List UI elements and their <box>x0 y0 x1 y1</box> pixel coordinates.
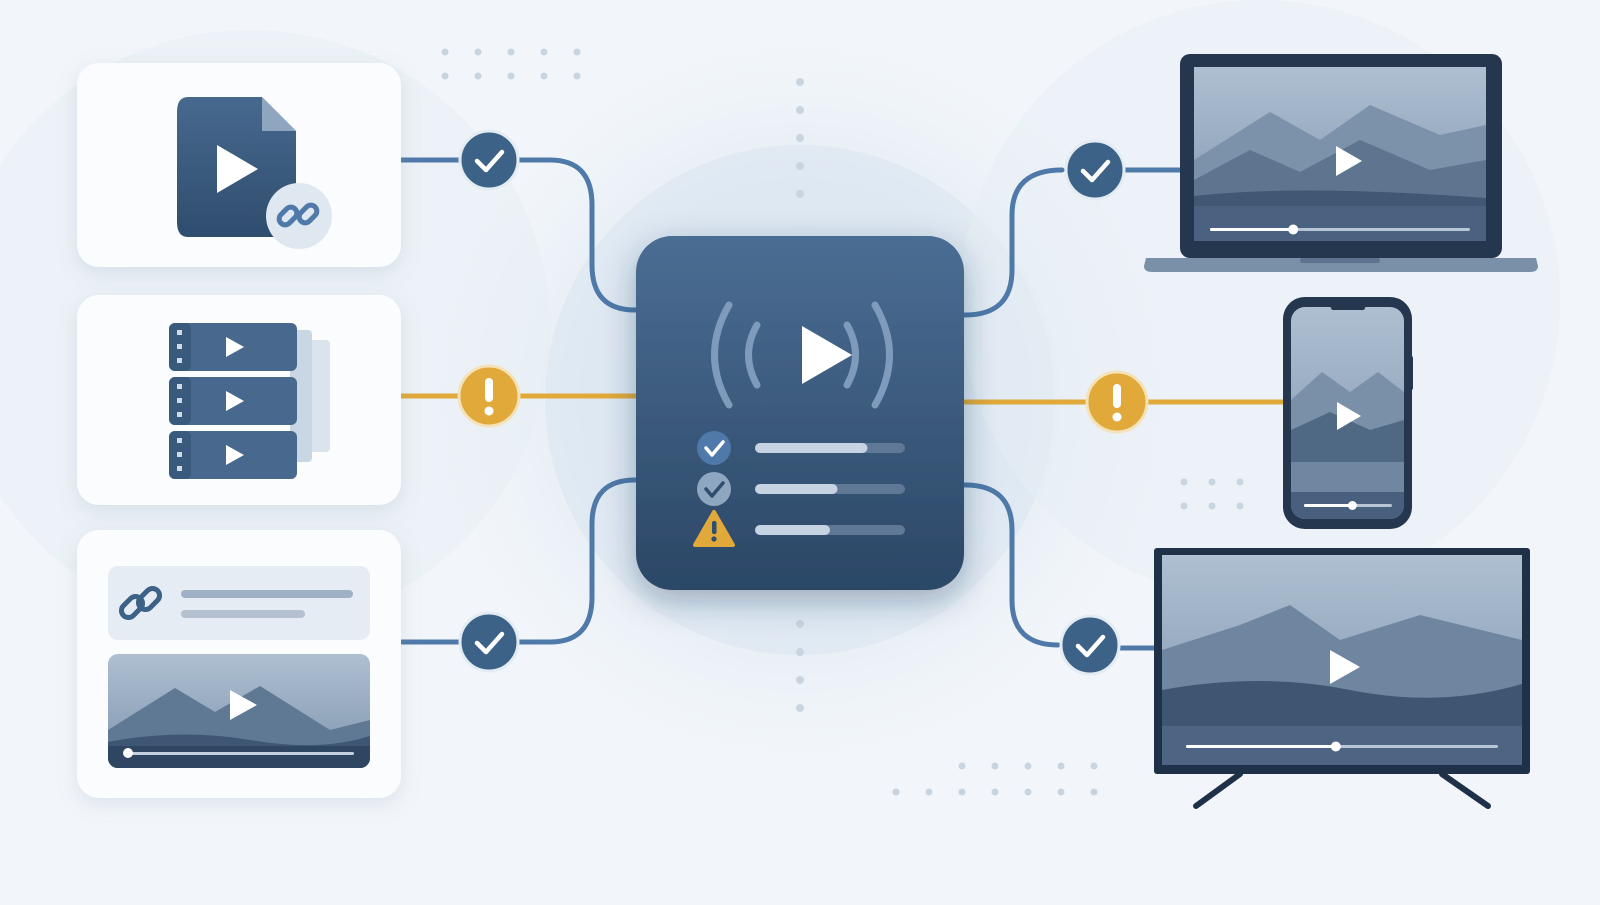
tv-stand-right <box>1439 771 1491 809</box>
check-icon <box>474 631 505 655</box>
play-icon <box>226 391 244 411</box>
link-text-line <box>181 610 305 618</box>
device-status-badge-1 <box>1064 139 1126 201</box>
tv-progress-fill <box>1186 745 1336 748</box>
video-file-icon <box>177 97 296 237</box>
play-icon[interactable] <box>1336 146 1362 176</box>
check-icon <box>1075 634 1106 658</box>
laptop-device[interactable] <box>1144 54 1538 272</box>
hub-check-row-1 <box>697 431 905 465</box>
hub-progress-fill <box>755 443 868 453</box>
check-icon <box>474 149 505 173</box>
play-icon <box>226 445 244 465</box>
laptop-progress-fill <box>1210 228 1294 231</box>
source-card-video-playlist[interactable] <box>77 295 401 505</box>
tv-stand-left <box>1193 771 1243 809</box>
phone-screen <box>1291 307 1404 519</box>
laptop-progress-handle[interactable] <box>1288 224 1299 235</box>
device-connectors <box>962 167 1286 651</box>
check-icon <box>1080 159 1111 183</box>
embed-progress-track[interactable] <box>124 752 354 755</box>
check-icon <box>704 440 725 457</box>
playlist-item <box>169 377 297 425</box>
warning-triangle-icon <box>693 510 735 547</box>
link-preview-bar <box>108 566 370 640</box>
laptop-base <box>1144 258 1538 272</box>
playlist-stack-icon <box>169 323 330 479</box>
source-card-video-file[interactable] <box>77 63 401 267</box>
source-status-badge-3 <box>458 611 520 673</box>
link-badge-icon <box>266 183 332 249</box>
source-connectors <box>399 157 638 645</box>
playlist-item <box>169 323 297 371</box>
tv-progress-handle[interactable] <box>1330 741 1341 752</box>
exclamation-icon <box>484 378 494 416</box>
phone-progress-fill <box>1304 504 1353 507</box>
device-status-badge-3 <box>1059 614 1121 676</box>
playlist-item <box>169 431 297 479</box>
link-icon <box>118 585 163 621</box>
connector-device-1-a <box>962 167 1065 318</box>
streaming-hub <box>636 236 964 590</box>
play-icon[interactable] <box>1337 402 1361 430</box>
embed-progress-handle[interactable] <box>123 748 133 758</box>
source-status-badge-2 <box>457 364 521 428</box>
play-icon[interactable] <box>230 690 257 720</box>
tv-device[interactable] <box>1154 548 1530 809</box>
source-card-linked-video[interactable] <box>77 530 401 798</box>
video-embed-thumbnail <box>108 654 370 768</box>
hub-check-row-3 <box>693 510 905 547</box>
phone-device[interactable] <box>1283 297 1413 529</box>
broadcast-play-icon <box>711 301 893 409</box>
link-text-line <box>181 590 353 598</box>
decorative-dots <box>441 48 1244 796</box>
check-icon <box>704 481 725 498</box>
device-status-badge-2 <box>1085 370 1149 434</box>
source-status-badge-1 <box>458 129 520 191</box>
hub-progress-fill <box>755 525 830 535</box>
connector-source-1-b <box>515 157 638 313</box>
phone-notch <box>1328 302 1368 310</box>
hub-panel <box>636 236 964 590</box>
hub-progress-fill <box>755 484 838 494</box>
hub-check-row-2 <box>697 472 905 506</box>
play-icon <box>226 337 244 357</box>
connector-source-3-b <box>515 477 638 645</box>
exclamation-icon <box>1112 384 1122 422</box>
play-icon[interactable] <box>1330 650 1360 684</box>
connector-device-3-a <box>962 482 1061 648</box>
phone-progress-handle[interactable] <box>1347 501 1357 510</box>
